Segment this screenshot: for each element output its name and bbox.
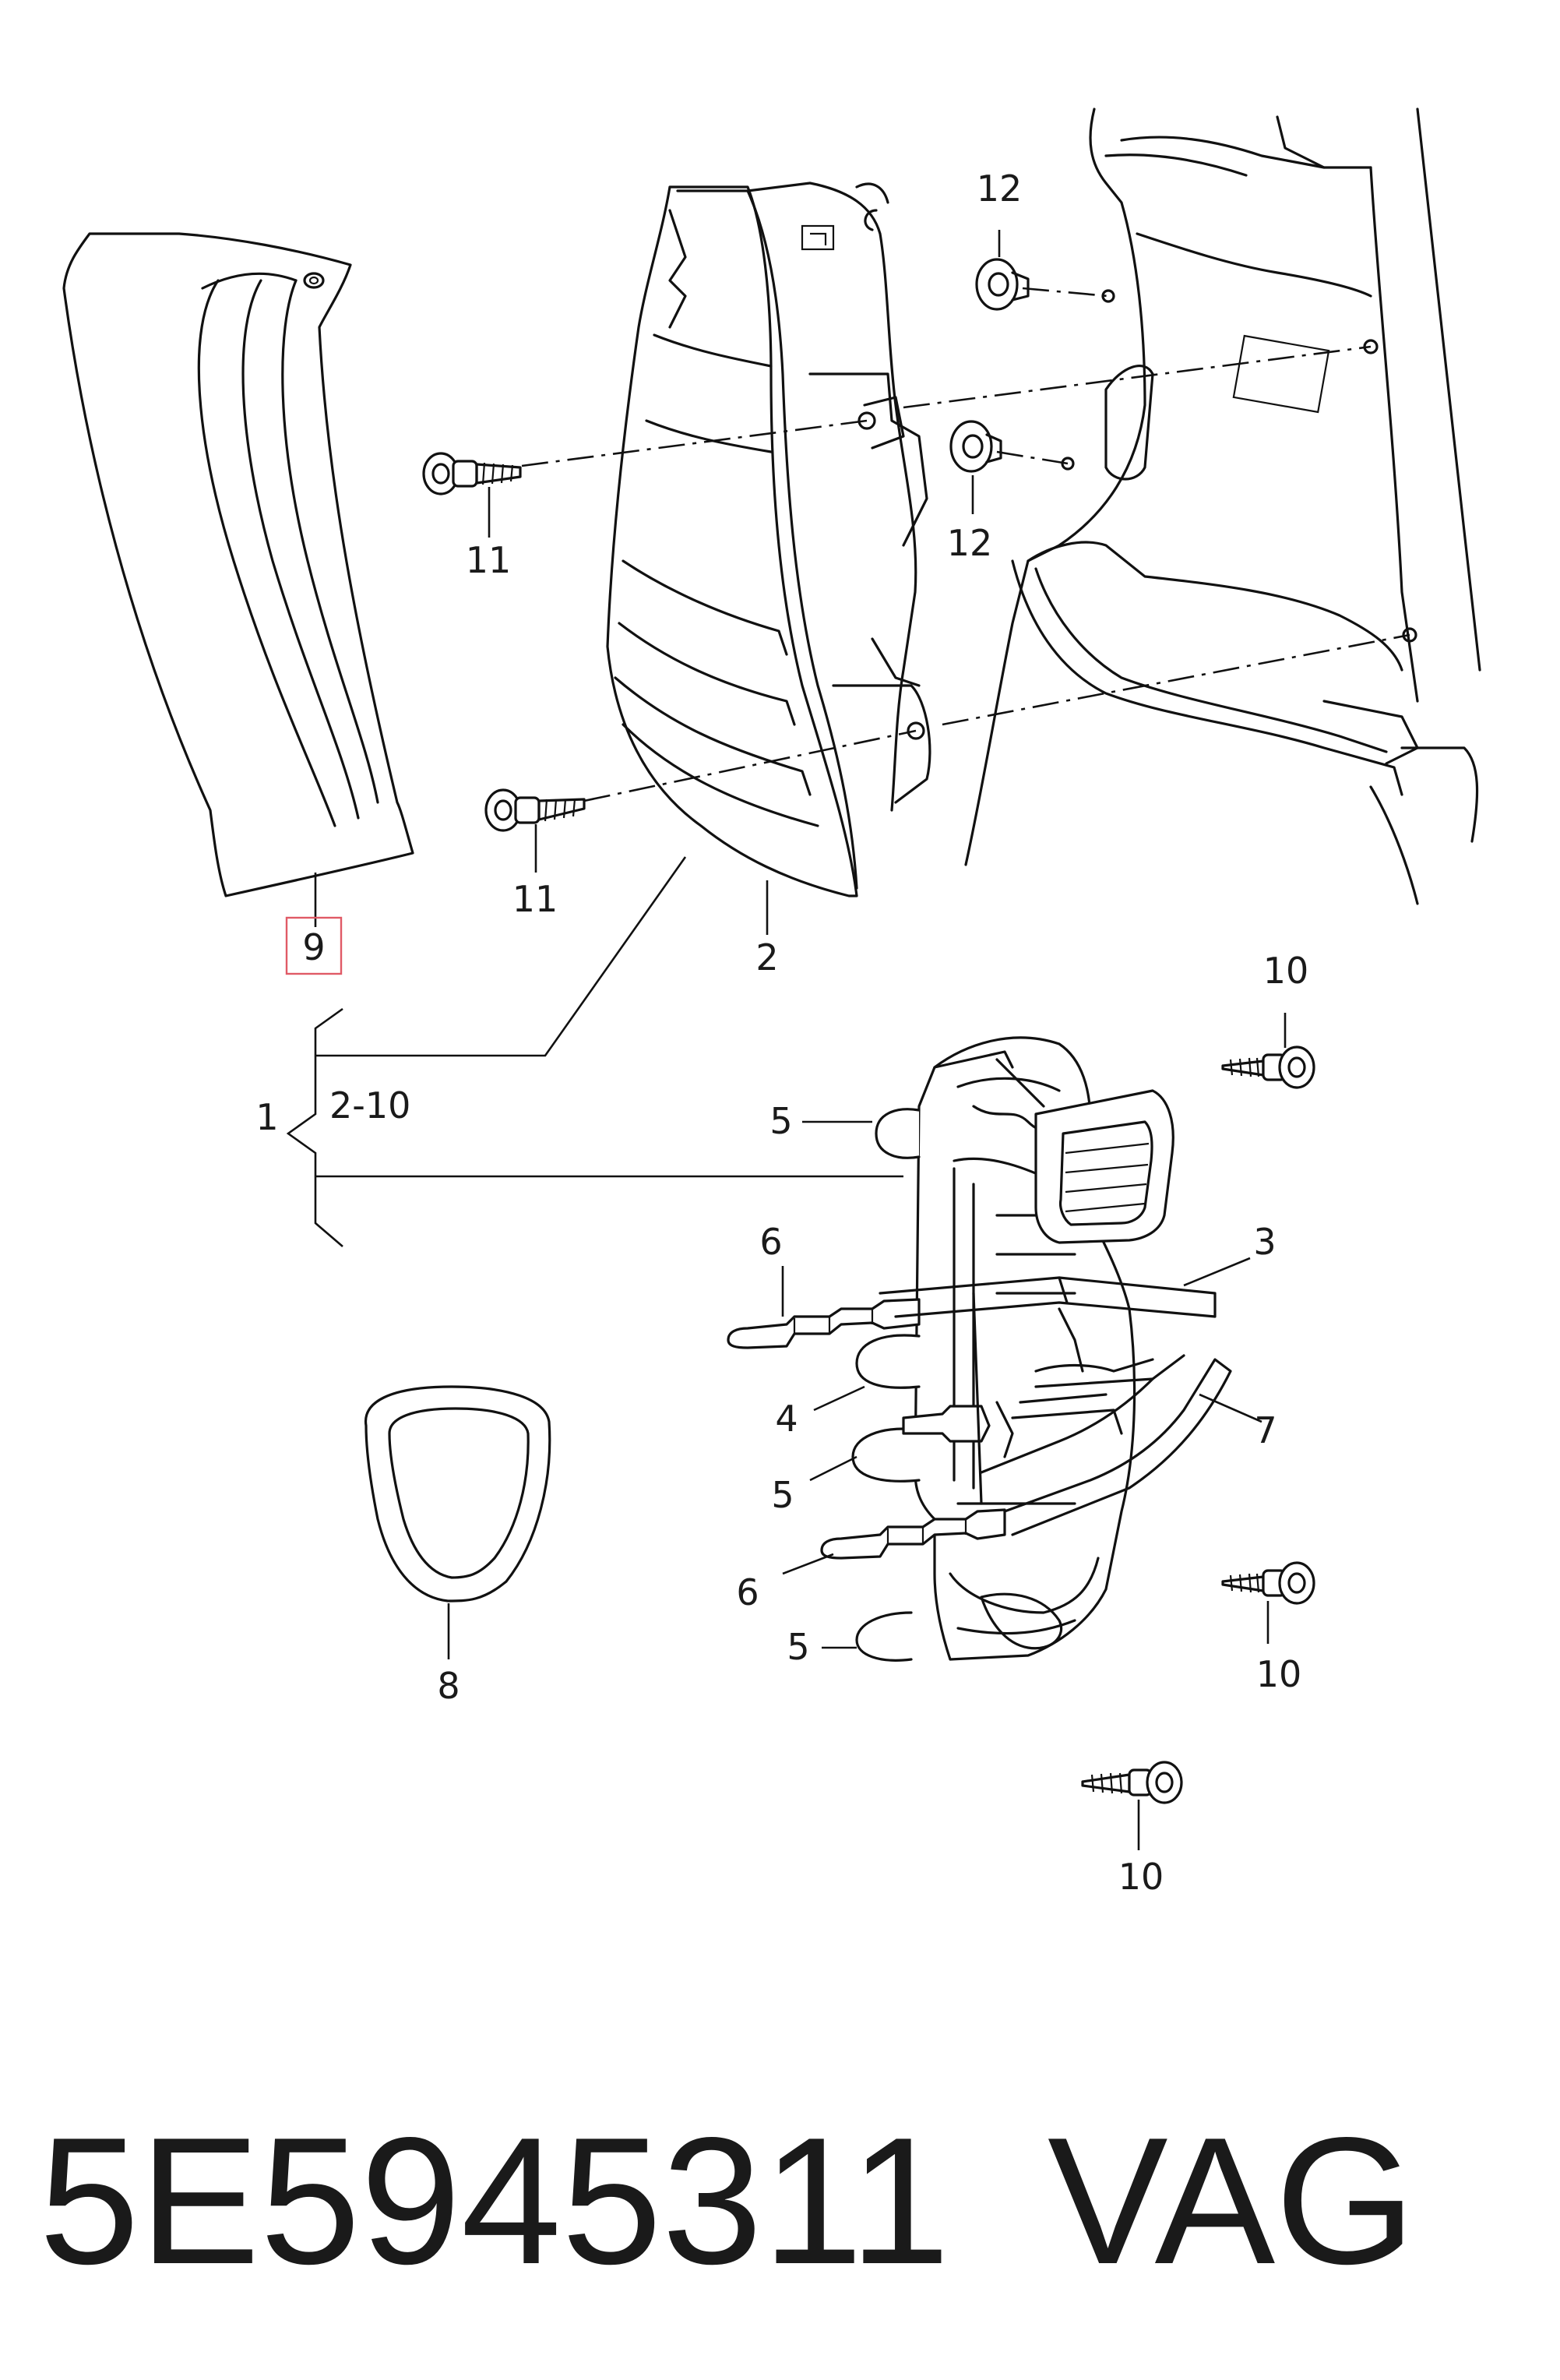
callout-1: 1 bbox=[255, 1096, 278, 1138]
callout-7: 7 bbox=[1254, 1409, 1277, 1451]
callout-12-a: 12 bbox=[977, 167, 1023, 210]
lamp-housing-part-2 bbox=[606, 182, 931, 935]
clip-part-12-a bbox=[975, 230, 1030, 311]
callout-9: 9 bbox=[302, 926, 325, 968]
callout-5-c: 5 bbox=[787, 1626, 809, 1668]
callout-4: 4 bbox=[775, 1398, 798, 1440]
body-panel bbox=[964, 108, 1481, 905]
callout-2: 2 bbox=[755, 936, 778, 978]
callout-11-b: 11 bbox=[512, 878, 558, 920]
screw-part-11-b bbox=[484, 788, 586, 873]
group-bracket-part-1 bbox=[286, 856, 903, 1247]
bulb-carrier-assembly bbox=[727, 1036, 1262, 1662]
callout-3: 3 bbox=[1253, 1221, 1276, 1263]
trim-panel-part-9 bbox=[62, 232, 414, 927]
callout-6-b: 6 bbox=[736, 1571, 759, 1613]
alignment-lines bbox=[521, 287, 1410, 802]
callout-10-b: 10 bbox=[1256, 1653, 1302, 1695]
screw-part-10-a bbox=[1221, 1013, 1315, 1089]
screw-part-11-a bbox=[422, 452, 522, 538]
callout-5-b: 5 bbox=[771, 1474, 794, 1516]
callout-5-a: 5 bbox=[769, 1100, 792, 1142]
highlight-box bbox=[285, 916, 343, 975]
callout-1-range: 2-10 bbox=[329, 1084, 410, 1127]
callout-12-b: 12 bbox=[947, 522, 993, 564]
callout-10-a: 10 bbox=[1263, 950, 1309, 992]
screw-part-10-b bbox=[1221, 1561, 1315, 1644]
callout-8: 8 bbox=[437, 1665, 460, 1707]
brand-name: VAG bbox=[1048, 2100, 1416, 2302]
callout-10-c: 10 bbox=[1118, 1856, 1164, 1898]
clip-part-12-b bbox=[949, 420, 1002, 514]
callout-11-a: 11 bbox=[466, 539, 512, 581]
screw-part-10-c bbox=[1081, 1761, 1183, 1850]
part-number: 5E5945311 bbox=[39, 2100, 950, 2302]
callout-6-a: 6 bbox=[759, 1221, 782, 1263]
callout-labels: 9 2 11 11 12 12 1 2-10 5 6 3 4 7 5 6 5 1… bbox=[255, 167, 1308, 1898]
gasket-part-8 bbox=[364, 1385, 551, 1659]
